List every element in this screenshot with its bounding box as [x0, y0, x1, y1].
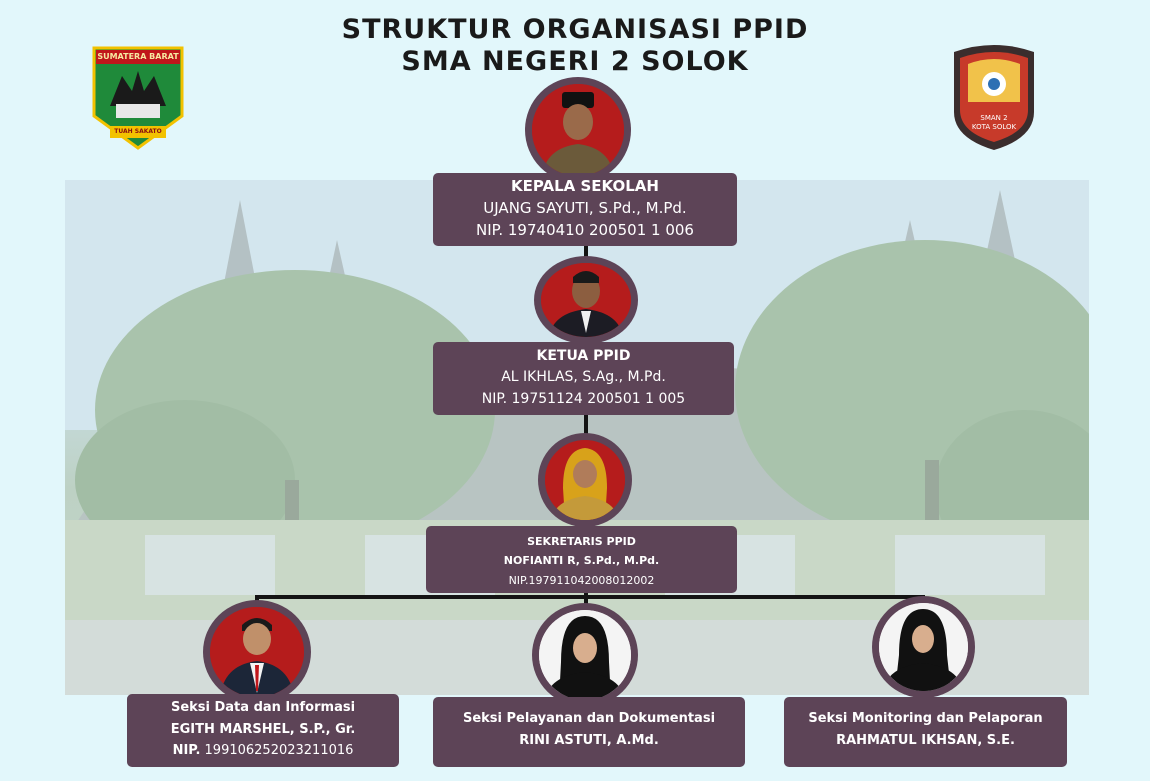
- ketua-ppid-photo: [534, 256, 638, 344]
- sekretaris-ppid-name: NOFIANTI R, S.Pd., M.Pd.: [503, 554, 660, 567]
- logo-left-motto: TUAH SAKATO: [114, 128, 162, 135]
- logo-left-top-text: SUMATERA BARAT: [97, 52, 179, 61]
- seksi-data-role: Seksi Data dan Informasi: [170, 700, 356, 715]
- logo-right-line-2: KOTA SOLOK: [971, 123, 1017, 131]
- connector-horizontal: [255, 595, 925, 599]
- sekretaris-ppid-nip: NIP.197911042008012002: [508, 574, 655, 587]
- page-title-line-1: STRUKTUR ORGANISASI PPID: [341, 14, 809, 45]
- seksi-monitoring-name: RAHMATUL IKHSAN, S.E.: [836, 733, 1015, 748]
- connector-vertical-main: [584, 230, 588, 610]
- kepala-sekolah-nip: NIP. 19740410 200501 1 006: [476, 221, 694, 239]
- ketua-ppid-name: AL IKHLAS, S.Ag., M.Pd.: [501, 369, 666, 385]
- kepala-sekolah-role: KEPALA SEKOLAH: [511, 177, 659, 195]
- kepala-sekolah-photo: [525, 77, 631, 183]
- sekretaris-ppid-photo: [538, 433, 632, 527]
- page-title-line-2: SMA NEGERI 2 SOLOK: [401, 46, 749, 77]
- seksi-pelayanan-photo: [532, 603, 638, 707]
- seksi-data-nip-label: NIP.: [172, 743, 201, 758]
- seksi-data-photo: [203, 600, 311, 704]
- ketua-ppid-role: KETUA PPID: [536, 348, 631, 364]
- sumatera-barat-logo: SUMATERA BARAT TUAH SAKATO: [92, 46, 184, 150]
- ketua-ppid-box: KETUA PPID AL IKHLAS, S.Ag., M.Pd. NIP. …: [433, 342, 734, 415]
- seksi-data-box: Seksi Data dan Informasi EGITH MARSHEL, …: [127, 694, 399, 767]
- sekretaris-ppid-role: SEKRETARIS PPID: [527, 535, 636, 548]
- logo-right-line-1: SMAN 2: [980, 114, 1008, 122]
- seksi-data-nip: NIP. 199106252023211016: [127, 740, 399, 762]
- kepala-sekolah-name: UJANG SAYUTI, S.Pd., M.Pd.: [483, 199, 687, 217]
- sekretaris-ppid-box: SEKRETARIS PPID NOFIANTI R, S.Pd., M.Pd.…: [426, 526, 737, 593]
- seksi-data-name: EGITH MARSHEL, S.P., Gr.: [170, 722, 356, 737]
- seksi-monitoring-photo: [872, 596, 975, 698]
- seksi-monitoring-box: Seksi Monitoring dan Pelaporan RAHMATUL …: [784, 697, 1067, 767]
- seksi-pelayanan-role: Seksi Pelayanan dan Dokumentasi: [462, 711, 716, 726]
- kepala-sekolah-box: KEPALA SEKOLAH UJANG SAYUTI, S.Pd., M.Pd…: [433, 173, 737, 246]
- ketua-ppid-nip: NIP. 19751124 200501 1 005: [481, 391, 686, 407]
- seksi-pelayanan-box: Seksi Pelayanan dan Dokumentasi RINI AST…: [433, 697, 745, 767]
- seksi-monitoring-role: Seksi Monitoring dan Pelaporan: [808, 711, 1043, 726]
- sman2-solok-logo: SMAN 2 KOTA SOLOK: [950, 42, 1038, 154]
- seksi-pelayanan-name: RINI ASTUTI, A.Md.: [519, 733, 659, 748]
- seksi-data-nip-value: 199106252023211016: [200, 743, 354, 758]
